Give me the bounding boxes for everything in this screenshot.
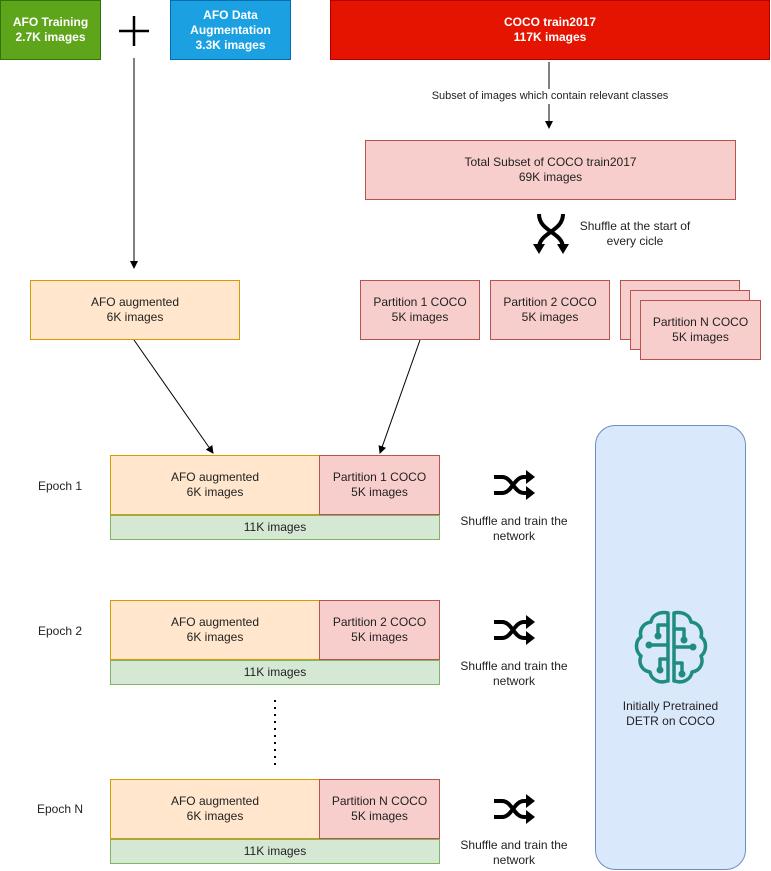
afo-aug-count: 3.3K images <box>195 37 266 52</box>
epoch-2-afo-box: AFO augmented 6K images <box>110 600 320 660</box>
partition-1-box: Partition 1 COCO 5K images <box>360 280 480 340</box>
coco-subset-title: Total Subset of COCO train2017 <box>464 155 637 169</box>
afo-training-title: AFO Training <box>12 15 89 29</box>
plus-icon <box>119 16 149 46</box>
epoch-n-afo-title: AFO augmented <box>170 794 260 808</box>
epoch-1-shuffle-line1: Shuffle and train the <box>460 514 568 528</box>
epoch-1-afo-count: 6K images <box>186 485 244 499</box>
epoch-2-label: Epoch 2 <box>38 624 83 638</box>
epoch-1-partition-title: Partition 1 COCO <box>332 470 427 484</box>
shuffle-icon <box>494 794 535 824</box>
partition-2-box: Partition 2 COCO 5K images <box>490 280 610 340</box>
epoch-n-partition-title: Partition N COCO <box>331 794 428 808</box>
partition-2-title: Partition 2 COCO <box>503 295 597 309</box>
epoch-2-total: 11K images <box>243 665 307 679</box>
afo-augmented-box: AFO augmented 6K images <box>30 280 240 340</box>
epoch-1-total-box: 11K images <box>110 515 440 540</box>
partition-1-title: Partition 1 COCO <box>373 295 467 309</box>
afo-training-box: AFO Training 2.7K images <box>0 0 101 60</box>
epoch-2-shuffle-line2: network <box>492 674 536 688</box>
coco-count: 117K images <box>513 30 587 44</box>
partition-1-count: 5K images <box>391 310 449 324</box>
afo-data-augmentation-box: AFO Data Augmentation 3.3K images <box>170 0 291 60</box>
coco-train2017-box: COCO train2017 117K images <box>330 0 770 60</box>
partition-n-box: Partition N COCO 5K images <box>640 300 761 360</box>
partition-n-count: 5K images <box>672 330 729 344</box>
epoch-1-partition-box: Partition 1 COCO 5K images <box>319 455 440 515</box>
shuffle-cycle-line1: Shuffle at the start of <box>579 219 691 233</box>
epoch-n-partition-box: Partition N COCO 5K images <box>319 779 440 839</box>
epoch-2-partition-count: 5K images <box>351 630 408 644</box>
epoch-n-afo-box: AFO augmented 6K images <box>110 779 320 839</box>
pretrained-detr-box: Initially Pretrained DETR on COCO <box>595 425 746 870</box>
epoch-2-partition-box: Partition 2 COCO 5K images <box>319 600 440 660</box>
epoch-1-afo-box: AFO augmented 6K images <box>110 455 320 515</box>
epoch-1-label: Epoch 1 <box>38 479 83 493</box>
epoch-2-afo-count: 6K images <box>186 630 244 644</box>
epoch-1-shuffle-note: Shuffle and train the network <box>451 514 577 544</box>
epoch-n-total: 11K images <box>243 844 307 858</box>
model-line2: DETR on COCO <box>626 713 715 728</box>
afo-augmented-title: AFO augmented <box>90 295 180 309</box>
epoch-n-total-box: 11K images <box>110 839 440 864</box>
epoch-1-total: 11K images <box>243 520 307 534</box>
partition-2-count: 5K images <box>521 310 579 324</box>
arrow-afo-to-epoch1 <box>133 339 214 454</box>
shuffle-icon <box>494 615 535 645</box>
epoch-n-shuffle-line2: network <box>492 853 536 867</box>
epoch-n-label: Epoch N <box>37 802 84 816</box>
epoch-2-total-box: 11K images <box>110 660 440 685</box>
epoch-2-afo-title: AFO augmented <box>170 615 260 629</box>
subset-note: Subset of images which contain relevant … <box>400 89 700 104</box>
epoch-n-partition-count: 5K images <box>351 809 408 823</box>
shuffle-icon <box>494 470 535 500</box>
coco-subset-count: 69K images <box>518 170 583 184</box>
afo-training-count: 2.7K images <box>15 30 86 44</box>
shuffle-cycle-note: Shuffle at the start of every cicle <box>573 219 697 249</box>
partition-n-title: Partition N COCO <box>652 315 749 329</box>
epoch-2-shuffle-note: Shuffle and train the network <box>451 659 577 689</box>
epoch-2-partition-title: Partition 2 COCO <box>332 615 427 629</box>
epoch-1-shuffle-line2: network <box>492 529 536 543</box>
crossing-arrows-icon <box>533 213 569 254</box>
brain-circuit-icon <box>634 610 707 684</box>
epoch-n-shuffle-note: Shuffle and train the network <box>451 838 577 868</box>
afo-aug-line1: AFO Data <box>203 7 258 22</box>
arrow-partition1-to-epoch1 <box>378 339 421 454</box>
coco-title: COCO train2017 <box>503 15 597 29</box>
afo-augmented-count: 6K images <box>106 310 164 324</box>
coco-subset-box: Total Subset of COCO train2017 69K image… <box>365 140 736 200</box>
epoch-n-afo-count: 6K images <box>186 809 244 823</box>
shuffle-cycle-line2: every cicle <box>606 234 664 248</box>
model-line1: Initially Pretrained <box>622 698 719 713</box>
epoch-n-shuffle-line1: Shuffle and train the <box>460 838 568 852</box>
epoch-2-shuffle-line1: Shuffle and train the <box>460 659 568 673</box>
epoch-1-afo-title: AFO augmented <box>170 470 260 484</box>
epoch-1-partition-count: 5K images <box>351 485 408 499</box>
afo-aug-line2: Augmentation <box>190 22 271 37</box>
